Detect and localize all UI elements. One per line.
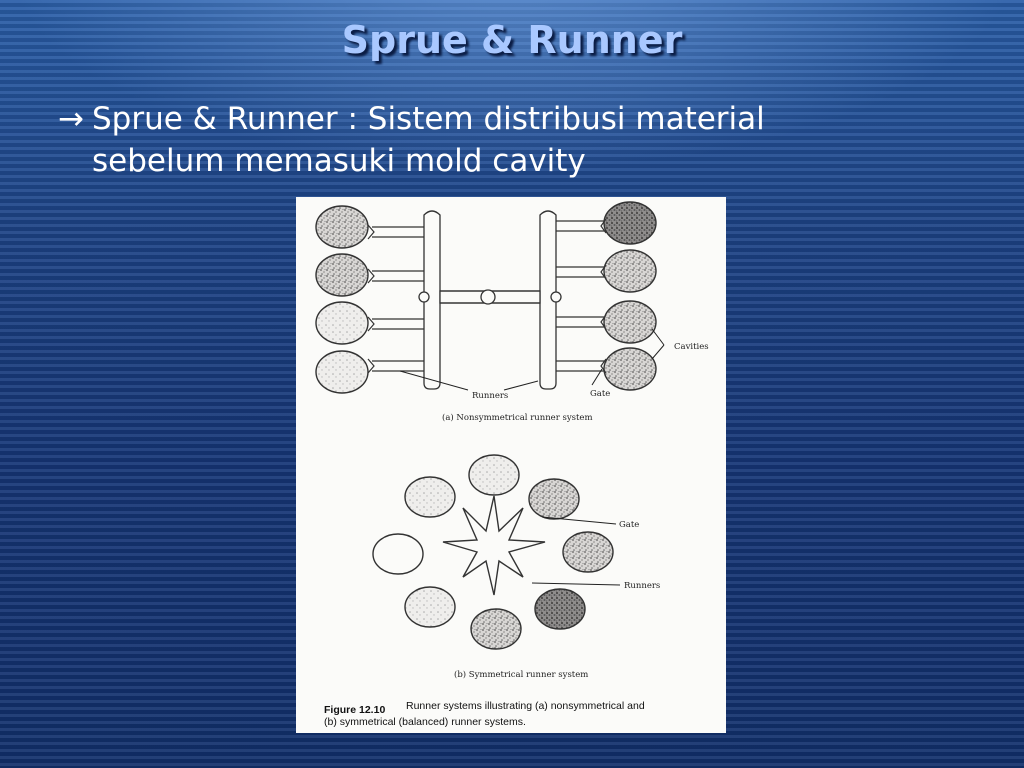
- label-gate-b: Gate: [619, 520, 639, 530]
- figure-caption-line-1: Runner systems illustrating (a) nonsymme…: [406, 700, 645, 712]
- nonsymmetrical-runner-diagram: [372, 210, 606, 390]
- symmetrical-runner-diagram: [372, 454, 614, 650]
- bullet-point: →Sprue & Runner : Sistem distribusi mate…: [58, 98, 938, 182]
- bullet-line-1: Sprue & Runner : Sistem distribusi mater…: [92, 101, 765, 137]
- cavity-left-4: [315, 350, 369, 394]
- cavity-right-1: [603, 201, 657, 245]
- cavity-right-3: [603, 300, 657, 344]
- label-runners-a: Runners: [472, 391, 508, 401]
- figure-number: Figure 12.10: [324, 704, 385, 716]
- arrow-bullet-icon: →: [58, 101, 84, 137]
- cavity-left-3: [315, 301, 369, 345]
- cavity-top-right: [528, 478, 580, 520]
- cavity-left-1: [315, 205, 369, 249]
- cavity-top: [468, 454, 520, 496]
- cavity-right: [562, 531, 614, 573]
- label-cavities: Cavities: [674, 342, 709, 352]
- figure-caption-line-2: (b) symmetrical (balanced) runner system…: [324, 716, 526, 728]
- slide-title: Sprue & Runner: [341, 18, 683, 62]
- label-gate-a: Gate: [590, 389, 610, 399]
- cavity-bottom-left: [404, 586, 456, 628]
- cavity-right-4: [603, 347, 657, 391]
- cavity-top-left: [404, 476, 456, 518]
- runner-system-figure: Cavities Runners Gate (a) Nonsymmetrical…: [296, 197, 726, 733]
- label-runners-b: Runners: [624, 581, 660, 591]
- caption-a: (a) Nonsymmetrical runner system: [442, 412, 593, 423]
- runner-diagram: Cavities Runners Gate (a) Nonsymmetrical…: [315, 201, 709, 728]
- caption-b: (b) Symmetrical runner system: [454, 669, 588, 680]
- cavity-left: [372, 533, 424, 575]
- cavity-bottom: [470, 608, 522, 650]
- bullet-line-2: sebelum memasuki mold cavity: [92, 143, 586, 179]
- cavity-bottom-right: [534, 588, 586, 630]
- cavity-left-2: [315, 253, 369, 297]
- cavity-right-2: [603, 249, 657, 293]
